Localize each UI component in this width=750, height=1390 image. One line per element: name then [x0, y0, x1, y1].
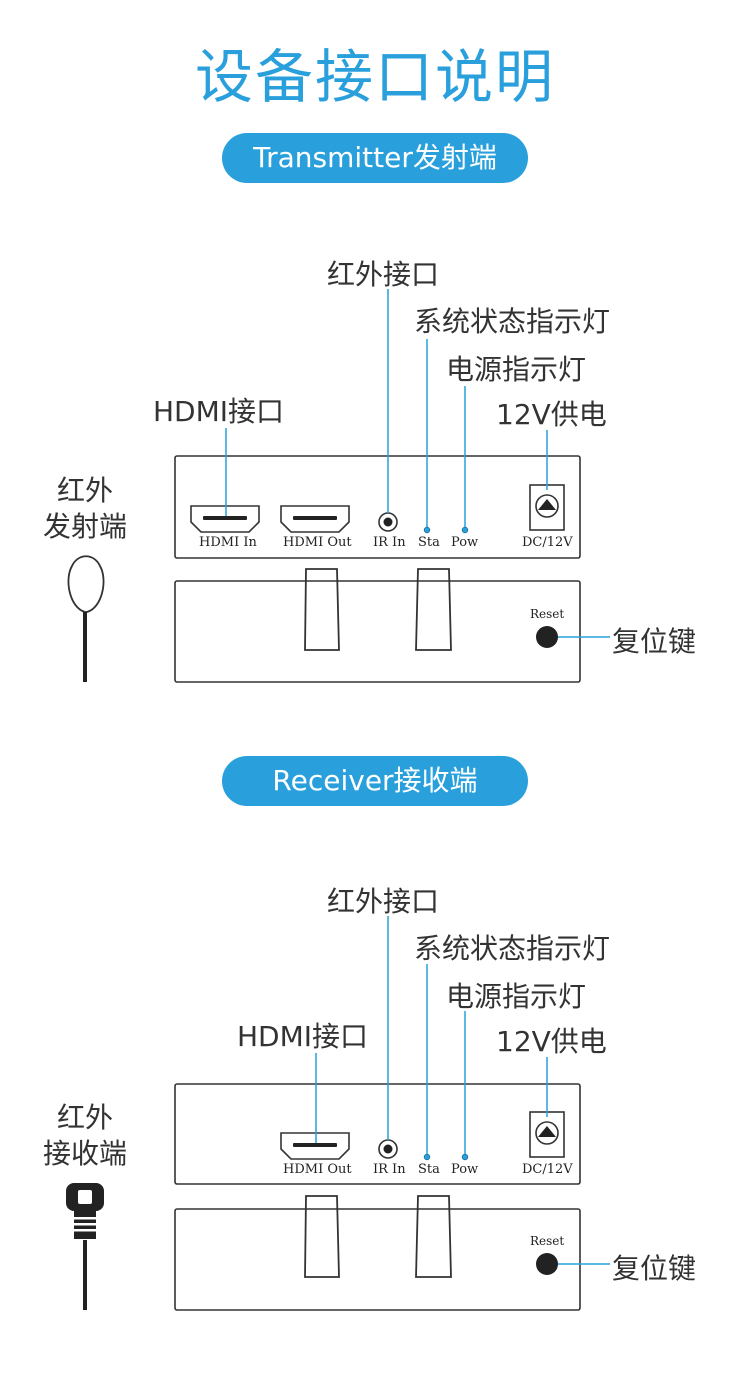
- tx-reset-label: Reset: [530, 607, 565, 621]
- rx-reset-label: Reset: [530, 1234, 565, 1248]
- rx-hdmi-out-label: HDMI Out: [283, 1162, 352, 1177]
- tx-dc-label: DC/12V: [522, 535, 573, 550]
- rx-power-led-callout: 电源指示灯: [446, 980, 587, 1013]
- receiver-front-panel: [174, 1083, 581, 1185]
- reset-button-tx: [536, 626, 558, 648]
- ir-emitter-label: 红外 发射端: [42, 474, 127, 543]
- rx-pow-label: Pow: [451, 1162, 479, 1177]
- tx-power-supply-callout: 12V供电: [496, 398, 607, 431]
- receiver-rear-panel: [174, 1208, 581, 1311]
- transmitter-rear-panel: [174, 580, 581, 683]
- tx-ir-port-callout: 红外接口: [327, 258, 440, 291]
- reset-button-rx: [536, 1253, 558, 1275]
- rx-status-led-callout: 系统状态指示灯: [414, 932, 611, 965]
- rx-hdmi-port-callout: HDMI接口: [237, 1020, 369, 1053]
- transmitter-heading: Transmitter发射端: [222, 133, 528, 183]
- page-title: 设备接口说明: [194, 43, 555, 111]
- rx-dc-label: DC/12V: [522, 1162, 573, 1177]
- hdmi-out-port-icon: [280, 505, 350, 533]
- rx-ir-port-callout: 红外接口: [327, 885, 440, 918]
- rx-power-supply-callout: 12V供电: [496, 1025, 607, 1058]
- tx-pow-label: Pow: [451, 535, 479, 550]
- tx-sta-label: Sta: [418, 535, 440, 550]
- rx-ir-in-label: IR In: [373, 1162, 406, 1177]
- tx-hdmi-in-label: HDMI In: [199, 535, 257, 550]
- rx-reset-key-callout: 复位键: [612, 1252, 697, 1285]
- transmitter-front-panel: [174, 455, 581, 559]
- hdmi-out-port-icon-rx: [280, 1132, 350, 1160]
- ir-receiver-label: 红外 接收端: [42, 1101, 127, 1170]
- tx-hdmi-port-callout: HDMI接口: [153, 395, 285, 428]
- tx-status-led-callout: 系统状态指示灯: [414, 305, 611, 338]
- tx-reset-key-callout: 复位键: [612, 625, 697, 658]
- hdmi-in-port-icon: [190, 505, 260, 533]
- tx-power-led-callout: 电源指示灯: [446, 353, 587, 386]
- receiver-heading: Receiver接收端: [222, 756, 528, 806]
- tx-hdmi-out-label: HDMI Out: [283, 535, 352, 550]
- tx-ir-in-label: IR In: [373, 535, 406, 550]
- rx-sta-label: Sta: [418, 1162, 440, 1177]
